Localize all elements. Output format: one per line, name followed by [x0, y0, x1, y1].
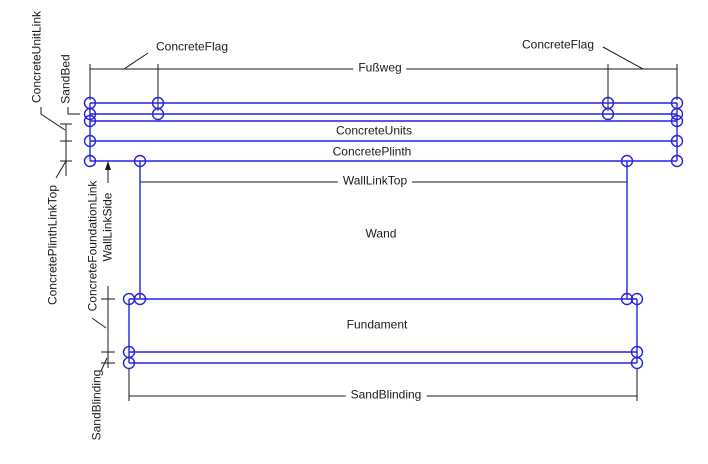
leader-line: [55, 160, 67, 179]
connection-node: [620, 154, 634, 168]
label-concrete-flag-left: ConcreteFlag: [155, 39, 229, 54]
connection-node: [620, 292, 634, 306]
label-wall-link-side: WallLinkSide: [100, 192, 115, 262]
connection-node: [83, 107, 97, 121]
label-wall-link-top: WallLinkTop: [337, 174, 413, 188]
connection-node: [83, 154, 97, 168]
connection-node: [630, 292, 644, 306]
leader-line: [91, 317, 107, 329]
arrowhead: [105, 161, 111, 170]
connection-node: [670, 154, 684, 168]
label-concrete-flag-right: ConcreteFlag: [521, 37, 595, 52]
label-fundament: Fundament: [346, 317, 408, 332]
connection-node: [670, 107, 684, 121]
label-concrete-foundation-link: ConcreteFoundationLink: [85, 180, 100, 312]
leader-line: [100, 357, 108, 372]
label-fussweg-dimension: Fußweg: [353, 61, 407, 75]
connection-node: [670, 114, 684, 128]
label-concrete-units: ConcreteUnits: [335, 123, 413, 138]
leader-line: [67, 107, 80, 115]
leader-line: [40, 107, 66, 131]
label-concrete-plinth-link-top: ConcretePlinthLinkTop: [45, 184, 60, 306]
label-concrete-unit-link: ConcreteUnitLink: [29, 10, 44, 104]
connection-node: [133, 154, 147, 168]
leader-line: [123, 52, 149, 70]
label-sand-bed: SandBed: [58, 54, 73, 104]
leader-line: [602, 46, 644, 70]
connection-node: [601, 107, 615, 121]
connection-node: [83, 134, 97, 148]
connection-node: [133, 292, 147, 306]
connection-node: [122, 356, 136, 370]
connection-node: [83, 114, 97, 128]
connection-node: [630, 356, 644, 370]
connection-node: [670, 134, 684, 148]
connection-node: [151, 107, 165, 121]
label-sand-blinding-dimension: SandBlinding: [345, 388, 427, 402]
label-sand-blinding-layer: SandBlinding: [89, 369, 104, 441]
label-concrete-plinth: ConcretePlinth: [332, 144, 412, 159]
label-wand: Wand: [365, 226, 397, 241]
